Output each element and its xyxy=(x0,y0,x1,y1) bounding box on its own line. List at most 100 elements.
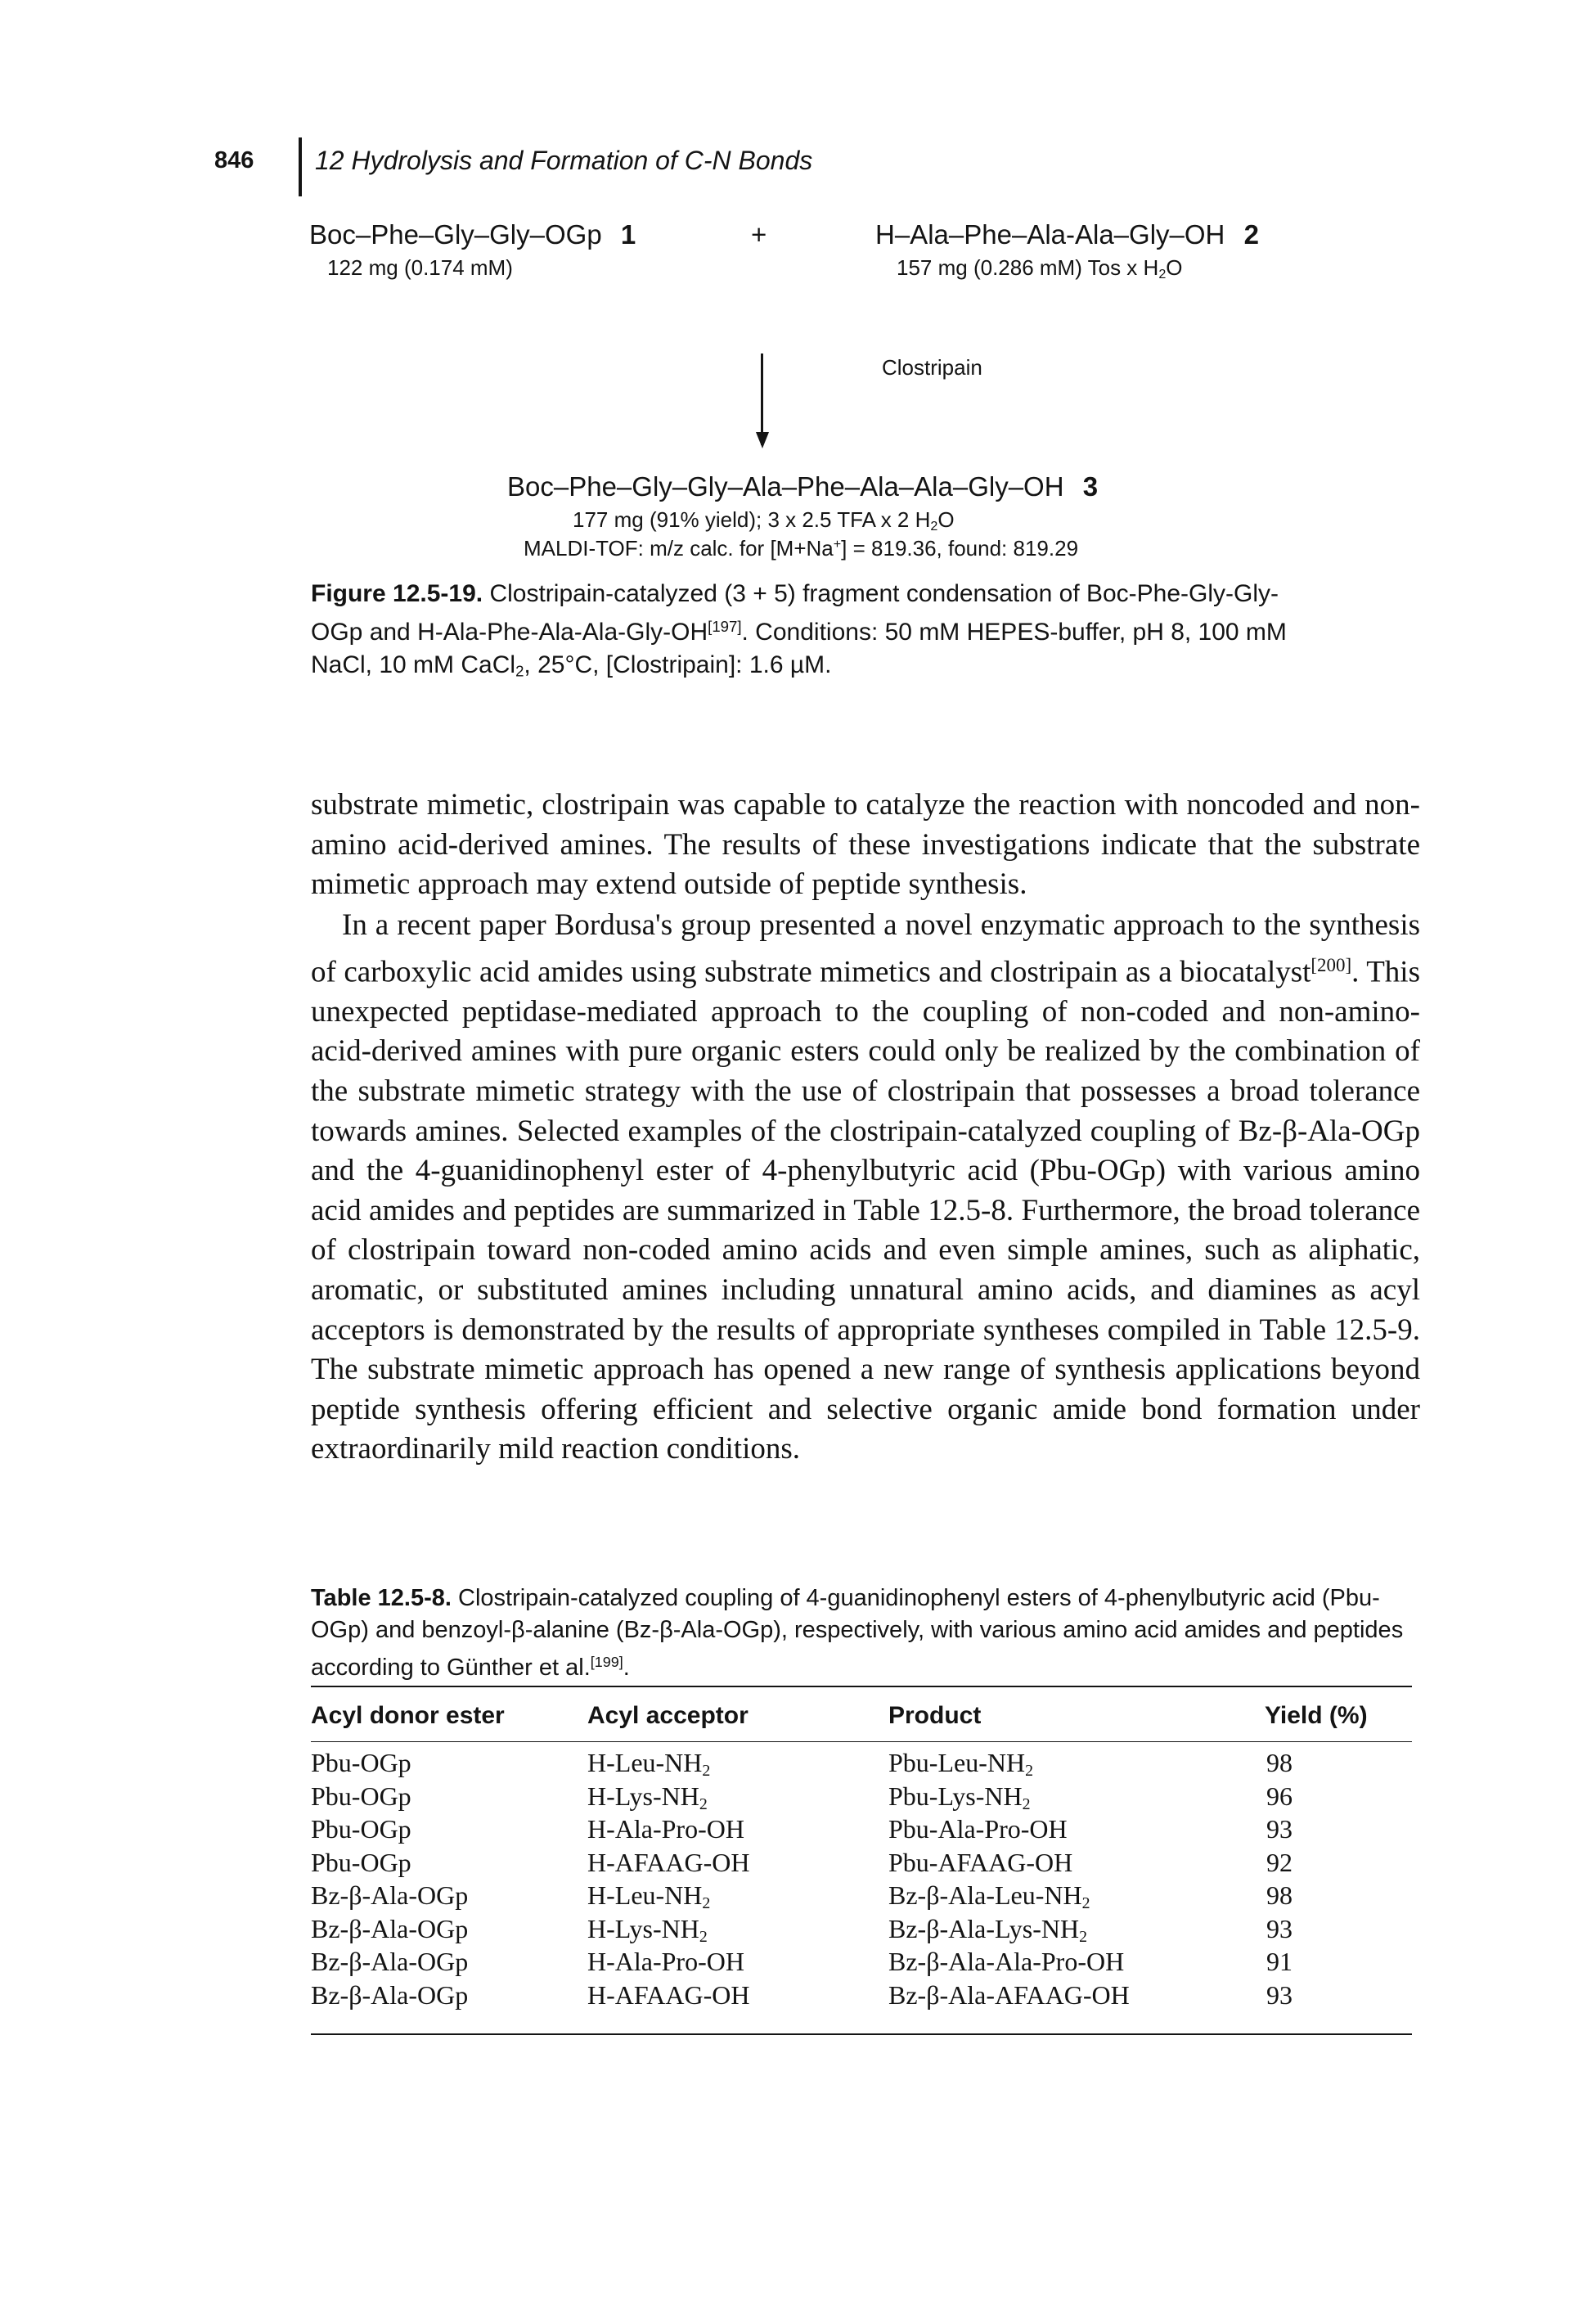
figure-caption-sub: 2 xyxy=(515,662,524,680)
figure-label: Figure 12.5-19. xyxy=(311,580,483,607)
reactant-2-number: 2 xyxy=(1243,219,1259,250)
cell-yield: 93 xyxy=(1266,1814,1293,1844)
cell-product-subscript: 2 xyxy=(1022,1794,1031,1813)
cell-yield-text: 93 xyxy=(1266,1814,1293,1844)
cell-product-text: Pbu-Ala-Pro-OH xyxy=(888,1814,1068,1844)
cell-product: Pbu-Leu-NH2 xyxy=(888,1748,1033,1781)
cell-acceptor-text: H-Leu-NH xyxy=(587,1748,703,1777)
cell-donor-text: Bz-β-Ala-OGp xyxy=(311,1880,469,1910)
table-label: Table 12.5-8. xyxy=(311,1585,452,1611)
cell-acceptor: H-Lys-NH2 xyxy=(587,1781,708,1814)
reactant-2-amount-text: 157 mg (0.286 mM) Tos x H xyxy=(897,255,1159,280)
cell-acceptor: H-Ala-Pro-OH xyxy=(587,1814,744,1847)
cell-product: Bz-β-Ala-AFAAG-OH xyxy=(888,1980,1130,2013)
product: Boc–Phe–Gly–Gly–Ala–Phe–Ala–Ala–Gly–OH 3 xyxy=(507,471,1098,502)
reactant-2: H–Ala–Phe–Ala-Ala–Gly–OH 2 xyxy=(875,219,1259,250)
cell-acceptor: H-Leu-NH2 xyxy=(587,1880,710,1913)
cell-product-text: Pbu-Leu-NH xyxy=(888,1748,1026,1777)
cell-donor: Pbu-OGp xyxy=(311,1814,411,1844)
table-caption: Table 12.5-8. Clostripain-catalyzed coup… xyxy=(311,1583,1423,1684)
figure-caption-ref: [197] xyxy=(708,618,742,635)
column-header-acceptor: Acyl acceptor xyxy=(587,1702,749,1729)
cell-acceptor-text: H-Lys-NH xyxy=(587,1781,699,1811)
cell-product-text: Bz-β-Ala-Lys-NH xyxy=(888,1913,1080,1943)
cell-donor: Bz-β-Ala-OGp xyxy=(311,1880,468,1911)
figure-caption-text: Clostripain-catalyzed (3 + 5) fragment c… xyxy=(311,580,1279,646)
cell-product: Pbu-Lys-NH2 xyxy=(888,1781,1030,1814)
reactant-2-amount-end: O xyxy=(1166,255,1183,280)
cell-donor: Bz-β-Ala-OGp xyxy=(311,1947,468,1977)
figure-caption-end: , 25°C, [Clostripain]: 1.6 µM. xyxy=(524,651,832,679)
cell-acceptor: H-Lys-NH2 xyxy=(587,1914,708,1947)
cell-donor: Pbu-OGp xyxy=(311,1848,411,1878)
cell-yield-text: 92 xyxy=(1266,1847,1293,1877)
body-paragraph-2: In a recent paper Bordusa's group presen… xyxy=(311,906,1420,1470)
cell-product-text: Bz-β-Ala-Ala-Pro-OH xyxy=(888,1947,1125,1976)
cell-acceptor-subscript: 2 xyxy=(699,1927,708,1946)
cell-product-subscript: 2 xyxy=(1081,1893,1090,1912)
maldi-sup: + xyxy=(833,537,842,552)
cell-acceptor: H-Leu-NH2 xyxy=(587,1748,710,1781)
cell-donor: Pbu-OGp xyxy=(311,1781,411,1812)
cell-yield: 98 xyxy=(1266,1748,1293,1778)
reactant-1-amount: 122 mg (0.174 mM) xyxy=(327,255,513,280)
cell-donor: Bz-β-Ala-OGp xyxy=(311,1914,468,1944)
reactant-1-name: Boc–Phe–Gly–Gly–OGp xyxy=(309,219,602,250)
cell-donor-text: Pbu-OGp xyxy=(311,1781,411,1811)
cell-yield: 96 xyxy=(1266,1781,1293,1812)
page-number: 846 xyxy=(214,147,254,173)
cell-donor-text: Pbu-OGp xyxy=(311,1748,411,1777)
cell-acceptor-text: H-AFAAG-OH xyxy=(587,1847,750,1877)
reaction-arrow-shaft xyxy=(761,353,763,445)
cell-acceptor-subscript: 2 xyxy=(702,1761,711,1780)
cell-acceptor-text: H-Ala-Pro-OH xyxy=(587,1947,744,1976)
cell-product: Bz-β-Ala-Ala-Pro-OH xyxy=(888,1947,1124,1979)
cell-product-subscript: 2 xyxy=(1025,1761,1033,1780)
cell-acceptor-text: H-Leu-NH xyxy=(587,1880,703,1910)
product-number: 3 xyxy=(1082,471,1099,502)
cell-acceptor: H-AFAAG-OH xyxy=(587,1980,750,2013)
table-caption-text: Clostripain-catalyzed coupling of 4-guan… xyxy=(311,1585,1404,1681)
body-paragraph-1: substrate mimetic, clostripain was capab… xyxy=(311,788,1420,902)
table-header-rule xyxy=(311,1741,1412,1742)
cell-product: Pbu-Ala-Pro-OH xyxy=(888,1814,1068,1847)
cell-product-text: Pbu-AFAAG-OH xyxy=(888,1847,1073,1877)
cell-acceptor-subscript: 2 xyxy=(699,1794,708,1813)
cell-product-text: Pbu-Lys-NH xyxy=(888,1781,1023,1811)
cell-donor-text: Bz-β-Ala-OGp xyxy=(311,1913,469,1943)
figure-caption-conditions: . Conditions: 50 mM HEPES-buffer, pH 8, … xyxy=(311,619,1287,679)
reactant-2-amount: 157 mg (0.286 mM) Tos x H2O xyxy=(897,255,1183,282)
cell-yield: 93 xyxy=(1266,1980,1293,2011)
reactant-2-name: H–Ala–Phe–Ala-Ala–Gly–OH xyxy=(875,219,1225,250)
reactant-1-number: 1 xyxy=(620,219,636,250)
table-bottom-rule xyxy=(311,2033,1412,2035)
cell-acceptor: H-AFAAG-OH xyxy=(587,1848,750,1880)
cell-yield-text: 96 xyxy=(1266,1781,1293,1811)
table-caption-ref: [199] xyxy=(590,1654,623,1670)
cell-acceptor-text: H-AFAAG-OH xyxy=(587,1979,750,2010)
cell-product: Bz-β-Ala-Lys-NH2 xyxy=(888,1914,1087,1947)
maldi-text: MALDI-TOF: m/z calc. for [M+Na xyxy=(524,536,834,561)
figure-caption: Figure 12.5-19. Clostripain-catalyzed (3… xyxy=(311,578,1317,688)
paragraph-2-start: In a recent paper Bordusa's group presen… xyxy=(311,908,1420,989)
cell-donor-text: Bz-β-Ala-OGp xyxy=(311,1947,469,1976)
cell-product: Pbu-AFAAG-OH xyxy=(888,1848,1072,1880)
cell-yield: 92 xyxy=(1266,1848,1293,1878)
paragraph-2-ref: [200] xyxy=(1311,954,1352,975)
cell-donor-text: Pbu-OGp xyxy=(311,1814,411,1844)
cell-yield-text: 93 xyxy=(1266,1979,1293,2010)
cell-yield-text: 93 xyxy=(1266,1913,1293,1943)
cell-donor: Bz-β-Ala-OGp xyxy=(311,1980,468,2011)
product-name: Boc–Phe–Gly–Gly–Ala–Phe–Ala–Ala–Gly–OH xyxy=(507,471,1064,502)
product-yield: 177 mg (91% yield); 3 x 2.5 TFA x 2 H2O xyxy=(573,507,955,534)
paragraph-2-rest: . This unexpected peptidase-mediated app… xyxy=(311,955,1420,1466)
reactant-1: Boc–Phe–Gly–Gly–OGp 1 xyxy=(309,219,636,250)
cell-yield: 91 xyxy=(1266,1947,1293,1977)
running-title: 12 Hydrolysis and Formation of C-N Bonds xyxy=(315,146,813,175)
cell-product-text: Bz-β-Ala-AFAAG-OH xyxy=(888,1979,1130,2010)
cell-yield-text: 91 xyxy=(1266,1947,1293,1976)
cell-yield-text: 98 xyxy=(1266,1748,1293,1777)
column-header-yield: Yield (%) xyxy=(1265,1702,1368,1729)
maldi-end: ] = 819.36, found: 819.29 xyxy=(841,536,1079,561)
cell-acceptor: H-Ala-Pro-OH xyxy=(587,1947,744,1979)
